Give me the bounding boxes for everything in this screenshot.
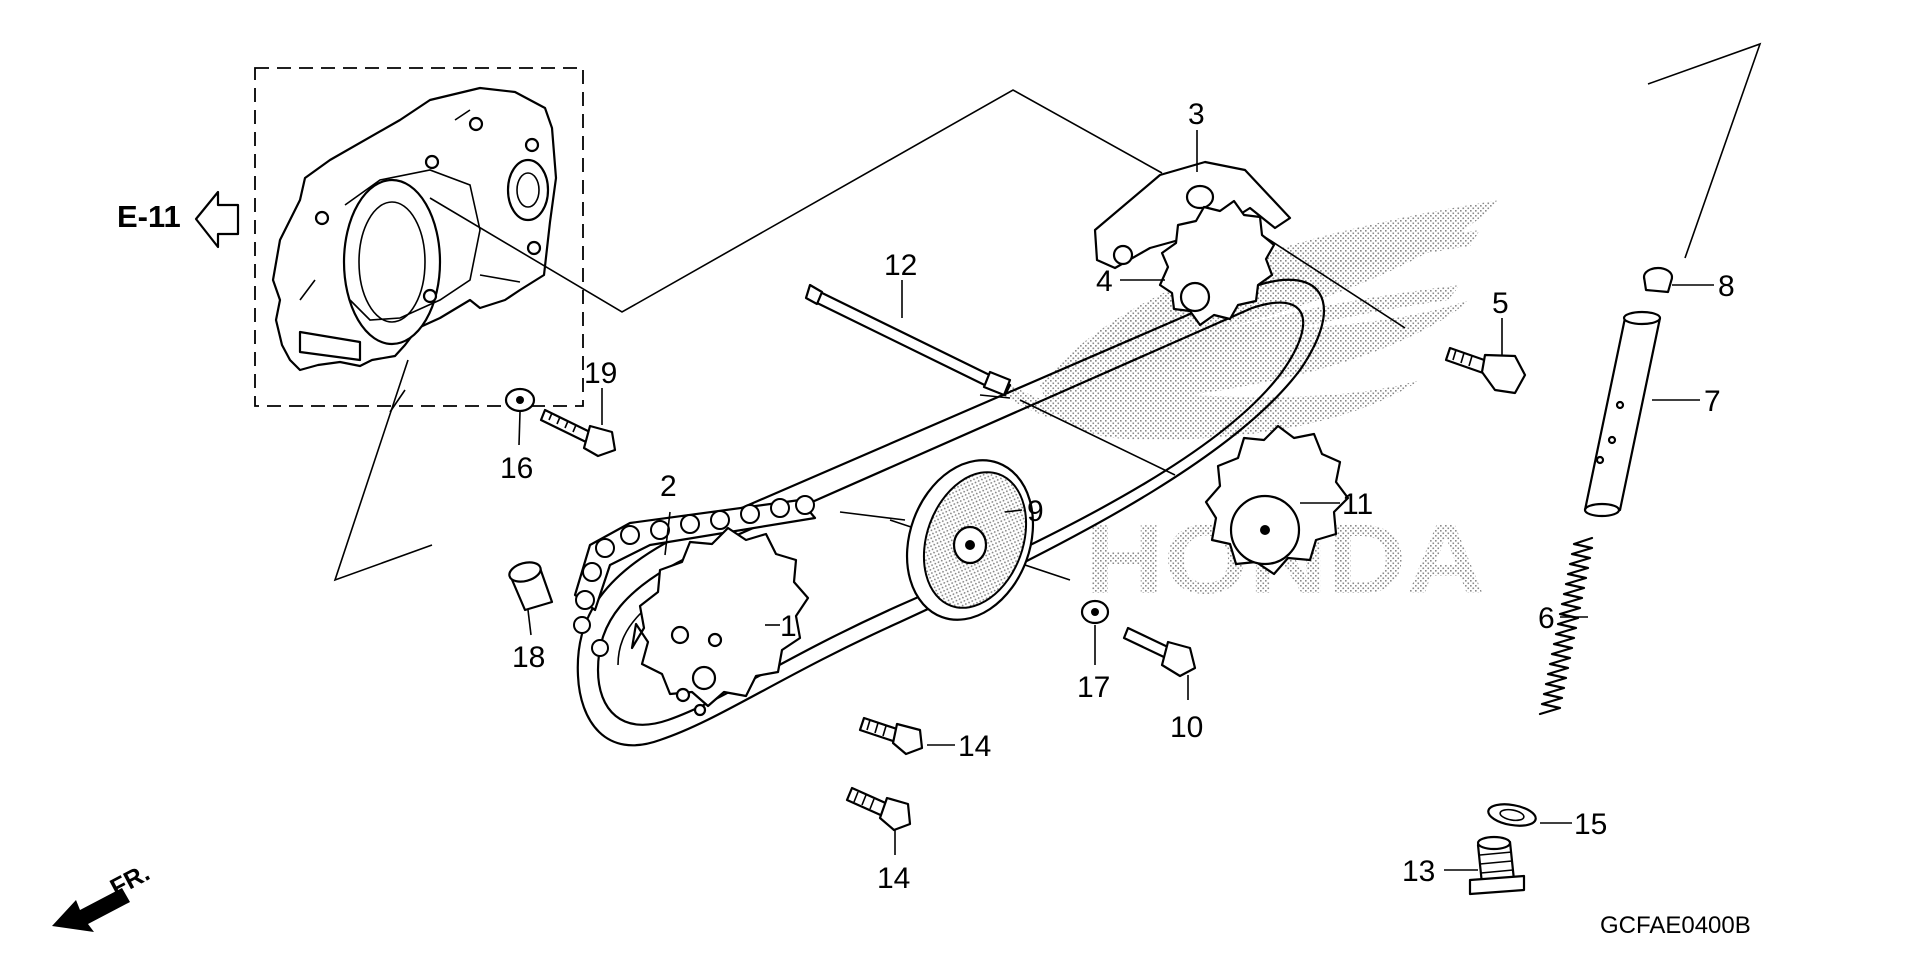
bolt-14-upper xyxy=(858,716,924,756)
callout-14-upper: 14 xyxy=(958,730,991,763)
tensioner-cap xyxy=(1642,266,1674,294)
callout-17: 17 xyxy=(1077,671,1110,704)
callout-8: 8 xyxy=(1718,270,1735,303)
callout-15: 15 xyxy=(1574,808,1607,841)
section-ref-label[interactable]: E-11 xyxy=(117,199,181,234)
callout-18: 18 xyxy=(512,641,545,674)
tensioner-spring xyxy=(1538,536,1594,716)
crankcase-reference xyxy=(254,67,584,407)
drive-sprocket xyxy=(630,526,810,717)
callout-6: 6 xyxy=(1538,602,1555,635)
hollow-left-arrow-icon[interactable] xyxy=(194,190,240,249)
callout-2: 2 xyxy=(660,470,677,503)
callout-16: 16 xyxy=(500,452,533,485)
guide-roller xyxy=(905,459,1035,621)
bolt-14-lower xyxy=(845,786,912,832)
sealing-plug xyxy=(1468,835,1526,896)
tensioner-shaft xyxy=(804,283,1012,397)
washer-17 xyxy=(1080,599,1110,625)
callout-3: 3 xyxy=(1188,98,1205,131)
callout-9: 9 xyxy=(1027,495,1044,528)
callout-5: 5 xyxy=(1492,287,1509,320)
tensioner-tube xyxy=(1583,310,1662,518)
cam-sprocket xyxy=(1204,424,1350,576)
washer-16 xyxy=(504,387,536,413)
callout-14-lower: 14 xyxy=(877,862,910,895)
bolt-19 xyxy=(539,408,617,458)
bolt-10 xyxy=(1122,626,1197,678)
section-reference[interactable]: E-11 xyxy=(117,190,240,249)
callout-12: 12 xyxy=(884,249,917,282)
dowel-pin xyxy=(508,561,554,612)
callout-4: 4 xyxy=(1096,265,1113,298)
callout-10: 10 xyxy=(1170,711,1203,744)
roller-chain xyxy=(573,495,817,657)
sealing-washer xyxy=(1487,803,1537,827)
callout-1: 1 xyxy=(780,610,797,643)
front-marker: FR. xyxy=(52,859,154,932)
bolt-5 xyxy=(1444,346,1527,395)
callout-13: 13 xyxy=(1402,855,1435,888)
callout-11: 11 xyxy=(1342,488,1373,521)
callout-7: 7 xyxy=(1704,385,1721,418)
callout-leaders xyxy=(518,130,1714,871)
reference-box xyxy=(254,67,584,407)
callout-19: 19 xyxy=(584,357,617,390)
callout-labels: 1 2 3 4 5 6 7 8 9 10 11 12 13 14 14 15 1… xyxy=(500,98,1735,895)
solid-diagonal-arrow-icon xyxy=(52,888,130,932)
diagram-code: GCFAE0400B xyxy=(1600,912,1751,939)
idler-sprocket xyxy=(1158,199,1276,327)
